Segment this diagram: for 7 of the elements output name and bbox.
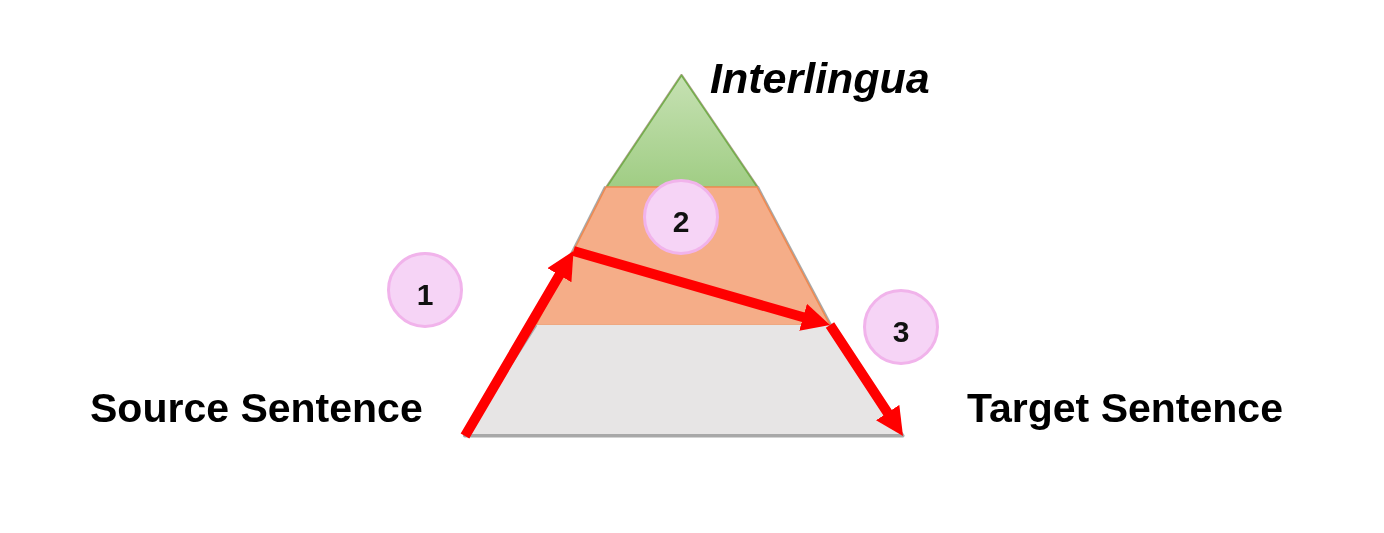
level-label: Interlingua <box>710 54 930 104</box>
step-number: 2 <box>672 203 690 237</box>
step-number: 3 <box>892 313 910 347</box>
sentence-label: Source Sentence <box>90 385 423 433</box>
arrow <box>572 246 832 331</box>
step-number: 1 <box>416 276 434 310</box>
sentence-label: Target Sentence <box>967 385 1283 433</box>
